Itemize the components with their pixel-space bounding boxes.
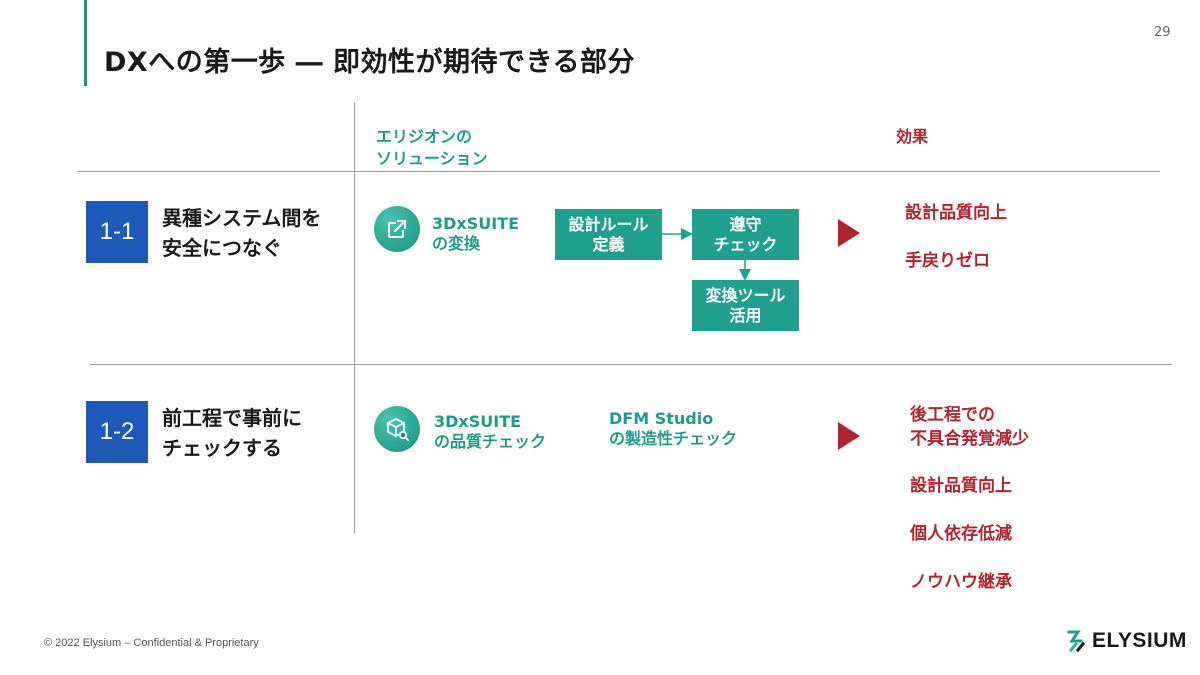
footer-copyright: © 2022 Elysium – Confidential & Propriet…: [44, 637, 259, 649]
solution-3dxsuite-conversion: 3DxSUITE の変換: [432, 214, 520, 253]
row-label-1-2: 前工程で事前に チェックする: [162, 406, 302, 460]
row-badge-1-2: 1-2: [86, 401, 148, 463]
effect-1-1-b: 手戻りゼロ: [905, 251, 990, 271]
effect-1-2-a: 後工程での 不具合発覚減少: [910, 405, 1029, 449]
effect-arrow-icon-2: [838, 422, 860, 450]
effect-column-header: 効果: [896, 127, 929, 146]
page-number: 29: [1154, 25, 1171, 40]
solution-dfm-studio: DFM Studio の製造性チェック: [609, 409, 738, 448]
column-divider: [354, 103, 355, 533]
row-label-1-1: 異種システム間を 安全につなぐ: [162, 206, 322, 260]
flow-box-tool-usage: 変換ツール 活用: [692, 280, 799, 331]
effect-1-2-c: 個人依存低減: [910, 524, 1012, 544]
title-accent-bar: [84, 0, 87, 86]
flow-box-compliance-check: 遵守 チェック: [692, 209, 799, 260]
flow-box-rule-definition: 設計ルール 定義: [555, 209, 662, 260]
elysium-logo-icon: [1067, 630, 1086, 653]
external-link-icon: [374, 206, 420, 252]
logo-wordmark: ELYSIUM: [1092, 629, 1187, 652]
row-badge-1-1: 1-1: [86, 201, 148, 263]
row-divider-middle: [90, 364, 1172, 365]
effect-arrow-icon-1: [838, 219, 860, 247]
page-title: DXへの第一歩 ― 即効性が期待できる部分: [104, 47, 635, 78]
solution-3dxsuite-quality-check: 3DxSUITE の品質チェック: [434, 412, 547, 451]
effect-1-1-a: 設計品質向上: [905, 203, 1007, 223]
cube-search-icon: [374, 406, 420, 452]
solution-column-header: エリジオンの ソリューション: [376, 127, 488, 168]
effect-1-2-b: 設計品質向上: [910, 476, 1012, 496]
row-divider-top: [78, 171, 1160, 172]
effect-1-2-d: ノウハウ継承: [910, 572, 1012, 592]
elysium-logo: ELYSIUM: [1066, 628, 1187, 654]
